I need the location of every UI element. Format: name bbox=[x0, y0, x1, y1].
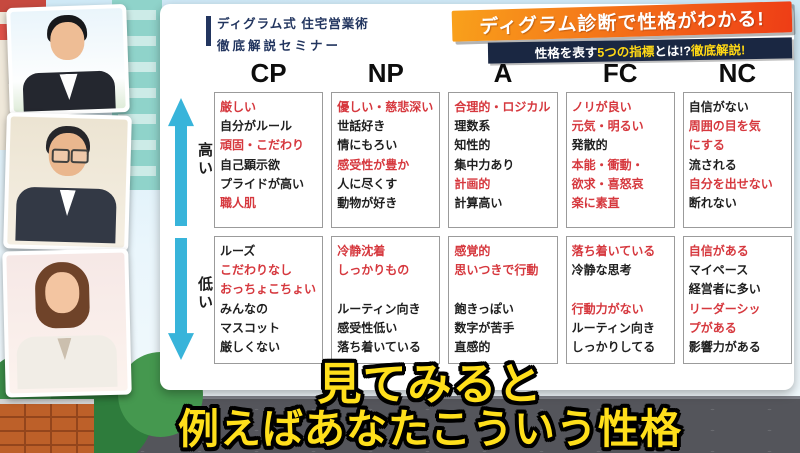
trait-cell-low-cp: ルーズこだわりなしおっちょこちょいみんなのマスコット厳しくない bbox=[214, 236, 324, 364]
trait-cell-low-fc: 落ち着いている冷静な思考 行動力がないルーティン向きしっかりしてる bbox=[565, 236, 675, 364]
brick-wall-illustration bbox=[0, 399, 94, 453]
row-label-high: 高い bbox=[196, 142, 213, 178]
webcam-frame-1 bbox=[6, 3, 130, 117]
trait-cell-high-np: 優しい・慈悲深い世話好き情にもろい感受性が豊か人に尽くす動物が好き bbox=[331, 92, 441, 228]
sub-headline-part-3: とは!? bbox=[654, 44, 692, 59]
column-header-fc: FC bbox=[602, 58, 638, 88]
slide-panel: ディグラム式 住宅営業術 徹底解説セミナー ディグラム診断で性格がわかる! 性格… bbox=[160, 1, 794, 390]
column-header-nc: NC bbox=[718, 58, 757, 88]
seminar-title-line-2: 徹底解説セミナー bbox=[217, 39, 342, 53]
trait-cell-low-a: 感覚的思いつきで行動 飽きっぽい数字が苦手直感的 bbox=[448, 236, 558, 364]
presenter-2-glasses-left bbox=[51, 148, 70, 164]
presenter-photo-1 bbox=[10, 8, 126, 112]
presenter-3-face bbox=[44, 271, 80, 314]
column-header-cp: CP bbox=[250, 58, 287, 88]
subtitle-line-2: 例えばあなたこういう性格 bbox=[178, 406, 682, 452]
presenter-photo-2 bbox=[7, 116, 128, 248]
trait-grid: 厳しい自分がルール頑固・こだわり自己顕示欲プライドが高い職人肌優しい・慈悲深い世… bbox=[214, 92, 792, 364]
down-arrow-icon bbox=[168, 238, 194, 360]
trait-cell-low-np: 冷静沈着しっかりもの ルーティン向き感受性低い落ち着いている bbox=[331, 236, 441, 364]
presenter-2-glasses-right bbox=[70, 149, 89, 164]
up-arrow-icon bbox=[168, 98, 194, 226]
subtitle-line-1: 見てみると bbox=[317, 360, 543, 409]
presenter-1-face bbox=[49, 21, 85, 61]
column-header-np: NP bbox=[367, 58, 404, 88]
webcam-frame-2 bbox=[3, 112, 132, 252]
trait-cell-high-a: 合理的・ロジカル理数系知性的集中力あり計画的計算高い bbox=[448, 92, 558, 228]
column-header-a: A bbox=[493, 58, 513, 88]
row-label-low: 低い bbox=[196, 276, 213, 312]
column-headers: CP NP A FC NC bbox=[214, 58, 792, 89]
caption-overlay: 見てみると 例えばあなたこういう性格 bbox=[60, 363, 800, 450]
trait-cell-high-nc: 自信がない周囲の目を気にする流される自分を出せない断れない bbox=[682, 92, 792, 228]
seminar-title-line-1: ディグラム式 住宅営業術 bbox=[217, 17, 369, 31]
trait-cell-high-fc: ノリが良い元気・明るい発散的本能・衝動・欲求・喜怒哀楽に素直 bbox=[565, 92, 675, 228]
sub-headline-part-4: 徹底解説! bbox=[690, 43, 746, 59]
trait-cell-low-nc: 自信があるマイペース経営者に多いリーダーシップがある影響力がある bbox=[682, 236, 792, 364]
title-accent-bar bbox=[206, 16, 211, 46]
main-headline-banner: ディグラム診断で性格がわかる! bbox=[451, 1, 793, 42]
trait-cell-high-cp: 厳しい自分がルール頑固・こだわり自己顕示欲プライドが高い職人肌 bbox=[214, 92, 324, 228]
seminar-title: ディグラム式 住宅営業術 徹底解説セミナー bbox=[206, 13, 369, 54]
